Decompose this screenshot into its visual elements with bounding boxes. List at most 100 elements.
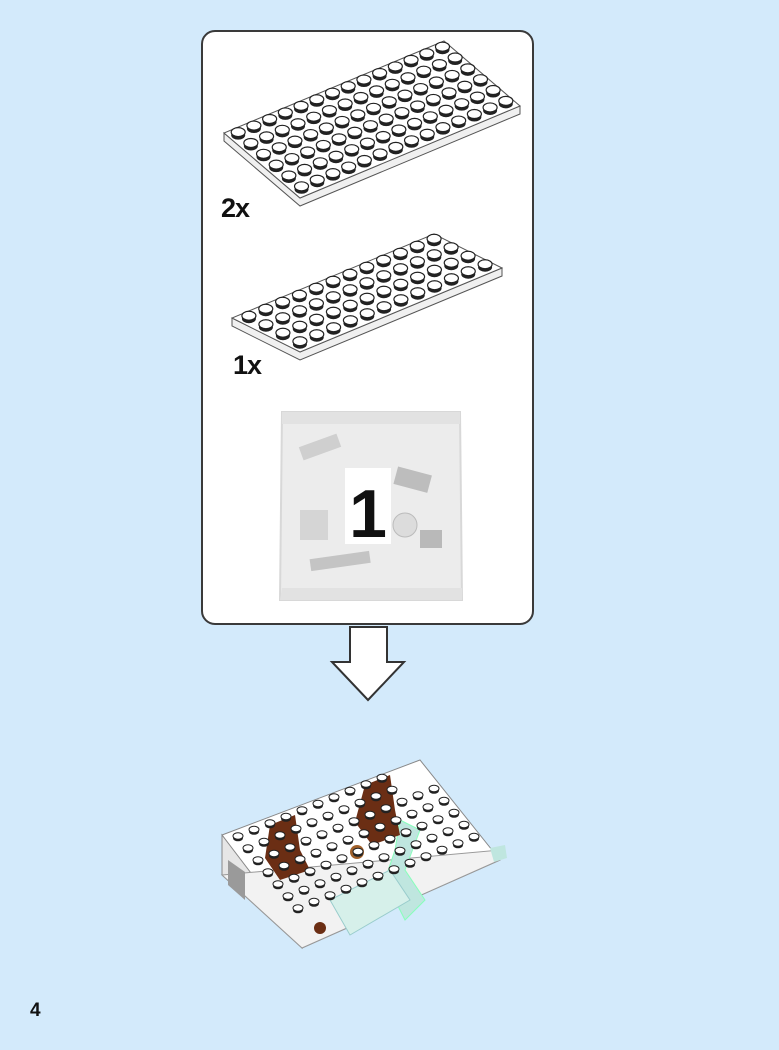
stud xyxy=(318,122,334,136)
stud xyxy=(443,242,459,255)
stud xyxy=(452,839,464,849)
stud xyxy=(451,115,467,129)
stud xyxy=(419,128,435,142)
stud xyxy=(376,285,392,299)
stud xyxy=(422,803,434,813)
stud xyxy=(372,67,388,81)
stud xyxy=(376,270,392,283)
stud xyxy=(394,846,406,856)
stud xyxy=(293,181,310,194)
stud xyxy=(393,294,409,307)
stud xyxy=(372,871,384,881)
down-arrow-icon xyxy=(329,626,407,702)
stud xyxy=(341,161,357,175)
stud xyxy=(309,174,325,188)
stud xyxy=(262,113,278,127)
stud xyxy=(460,266,476,279)
stud xyxy=(324,87,341,101)
stud xyxy=(309,329,325,342)
stud xyxy=(469,91,486,105)
stud xyxy=(410,840,422,850)
stud xyxy=(352,847,364,857)
stud xyxy=(431,59,448,72)
stud xyxy=(485,84,501,98)
stud xyxy=(284,843,296,853)
stud xyxy=(325,306,342,320)
stud xyxy=(230,127,246,140)
stud xyxy=(353,91,369,105)
stud xyxy=(466,108,482,122)
stud xyxy=(378,853,390,863)
stud xyxy=(325,275,341,289)
stud xyxy=(344,786,356,796)
stud xyxy=(342,835,354,845)
stud xyxy=(321,105,338,118)
stud xyxy=(419,48,435,61)
stud xyxy=(458,820,470,830)
stud xyxy=(362,859,374,869)
stud xyxy=(296,163,313,177)
stud xyxy=(300,836,312,846)
stud xyxy=(277,107,293,120)
stud xyxy=(434,41,451,55)
stud xyxy=(468,832,480,842)
stud xyxy=(294,855,306,865)
stud xyxy=(386,785,398,795)
stud xyxy=(334,115,350,129)
stud xyxy=(274,296,291,310)
step-model-riverbed xyxy=(220,759,507,950)
stud xyxy=(346,866,358,876)
stud xyxy=(291,289,308,303)
stud xyxy=(292,336,308,349)
stud xyxy=(309,94,325,107)
stud xyxy=(368,841,380,851)
stud xyxy=(400,72,416,85)
stud xyxy=(426,280,443,293)
stud xyxy=(477,259,493,272)
stud xyxy=(392,247,409,261)
stud xyxy=(443,273,460,286)
stud xyxy=(378,113,394,127)
stud xyxy=(460,63,476,76)
stud xyxy=(406,117,423,131)
stud xyxy=(308,313,325,327)
stud xyxy=(388,865,400,875)
stud xyxy=(262,868,274,878)
stud xyxy=(354,798,366,808)
stud xyxy=(443,257,459,271)
stud xyxy=(252,856,264,866)
stud xyxy=(304,867,316,877)
stud xyxy=(447,52,463,66)
stud xyxy=(396,797,408,807)
stud xyxy=(328,150,344,164)
stud xyxy=(403,54,419,68)
stud xyxy=(409,271,426,285)
stud xyxy=(330,872,342,882)
stud xyxy=(403,135,420,148)
stud xyxy=(348,817,360,827)
stud xyxy=(428,76,444,90)
stud xyxy=(342,284,358,297)
stud xyxy=(381,96,397,109)
stud xyxy=(340,81,356,94)
stud xyxy=(308,282,324,296)
stud xyxy=(246,120,262,134)
stud xyxy=(303,128,319,142)
stud xyxy=(482,102,498,115)
stud xyxy=(328,793,340,803)
stud xyxy=(426,249,442,262)
stud xyxy=(360,780,372,790)
stud xyxy=(413,82,429,96)
stud xyxy=(359,277,375,290)
stud xyxy=(375,254,392,268)
stud xyxy=(288,873,300,883)
stud xyxy=(376,301,392,314)
stud xyxy=(394,106,410,120)
stud xyxy=(422,111,438,124)
stud xyxy=(268,849,280,859)
stud xyxy=(306,111,322,125)
stud xyxy=(274,831,286,841)
stud xyxy=(312,799,324,809)
stud xyxy=(258,837,270,847)
stud xyxy=(342,299,358,313)
